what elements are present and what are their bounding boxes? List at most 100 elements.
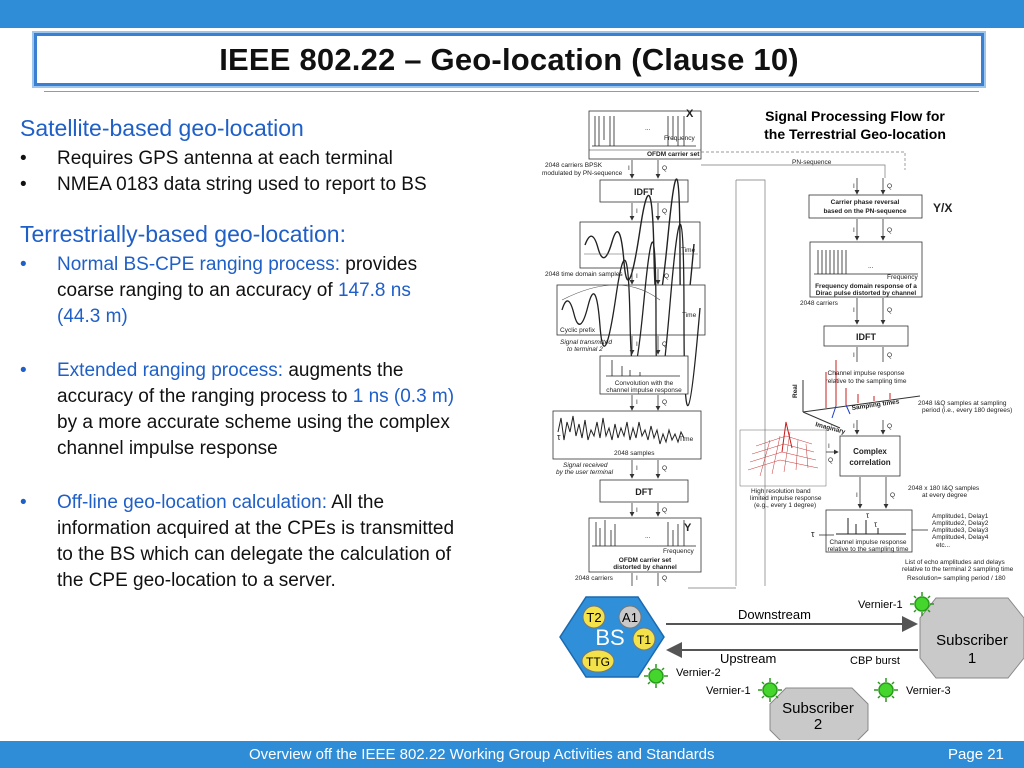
svg-text:Q: Q [887,352,892,359]
slide-body: Satellite-based geo-location •Requires G… [20,114,540,594]
terrestrial-bullet-line: coarse ranging to an accuracy of 147.8 n… [20,278,540,304]
page-number: Page 21 [948,746,1004,763]
svg-text:Q: Q [887,183,892,190]
svg-text:OFDM carrier set: OFDM carrier set [619,557,672,564]
section-heading-satellite: Satellite-based geo-location [20,115,304,141]
svg-text:I: I [853,423,855,430]
svg-text:distorted by channel: distorted by channel [613,564,677,571]
svg-text:I: I [853,352,855,359]
bullet-segment: the CPE geo-location to a server. [57,570,336,591]
svg-text:I: I [853,227,855,234]
carrier-phase-box [808,194,923,219]
terrestrial-bullet-line: •Off-line geo-location calculation: All … [20,492,385,513]
bullet-segment: Normal BS-CPE ranging process: [57,254,340,275]
svg-text:Frequency: Frequency [663,548,694,555]
node-a1 [618,605,642,629]
svg-text:I: I [636,273,638,280]
svg-text:to terminal 2: to terminal 2 [567,346,603,353]
svg-text:...: ... [645,125,651,132]
svg-text:Time: Time [682,312,697,319]
svg-text:channel impulse response: channel impulse response [606,387,682,394]
svg-text:IDFT: IDFT [634,187,654,197]
svg-text:Vernier-1: Vernier-1 [706,685,751,697]
svg-text:BS: BS [595,625,624,650]
bullet-segment: information acquired at the CPEs is tran… [57,518,455,539]
bullet-segment: by a more accurate scheme using the comp… [57,412,450,433]
svg-text:limited impulse response: limited impulse response [750,495,822,502]
vernier-stars [644,592,934,702]
svg-text:I: I [636,399,638,406]
terrestrial-bullet-line: by a more accurate scheme using the comp… [20,410,540,436]
left-flow: ... X Frequency OFDM carrier set 2048 ca… [542,108,706,586]
svg-text:Vernier-3: Vernier-3 [906,685,951,697]
svg-text:2048 x 180 I&Q samples: 2048 x 180 I&Q samples [908,485,980,492]
svg-text:Frequency: Frequency [887,274,918,281]
node-t2 [582,605,606,629]
svg-text:I: I [828,443,830,450]
idft-box-right [823,325,909,347]
svg-text:τ: τ [874,520,878,529]
section-heading-terrestrial: Terrestrially-based geo-location: [20,221,346,247]
svg-text:2048 time domain samples: 2048 time domain samples [545,271,623,278]
bullet-segment: augments the [283,360,404,381]
signal-processing-diagram: Signal Processing Flow for the Terrestri… [542,108,1024,740]
svg-text:Channel impulse response: Channel impulse response [830,539,907,546]
svg-text:based on the PN-sequence: based on the PN-sequence [823,208,906,215]
svg-text:Signal Processing Flow for: Signal Processing Flow for [765,108,945,124]
svg-text:Q: Q [662,465,667,472]
svg-text:List of echo amplitudes and de: List of echo amplitudes and delays [905,559,1005,566]
impulse-3d-plot [802,360,921,429]
spectrum-lines [592,116,696,147]
svg-text:High resolution band: High resolution band [751,488,811,495]
svg-text:Q: Q [890,492,895,499]
svg-text:Q: Q [662,341,667,348]
svg-text:Real: Real [792,384,799,398]
svg-text:Vernier-2: Vernier-2 [676,667,721,679]
bullet-segment: Off-line geo-location calculation: [57,492,328,513]
bullet-segment: Extended ranging process: [57,360,284,381]
svg-text:relative to the terminal 2 sam: relative to the terminal 2 sampling time [902,566,1014,573]
node-ttg [581,649,615,673]
svg-text:T1: T1 [637,633,651,647]
svg-text:Y/X: Y/X [933,201,952,215]
svg-text:Upstream: Upstream [720,651,776,666]
svg-text:PN-sequence: PN-sequence [792,159,832,166]
flow-connectors [688,151,906,589]
bullet-segment: coarse ranging to an accuracy of [57,280,338,301]
footer-text: Overview off the IEEE 802.22 Working Gro… [249,746,715,763]
terrestrial-bullet-line: channel impulse response [20,436,540,462]
bullet-segment: 1 ns (0.3 m) [352,386,455,407]
terrestrial-bullet-line: information acquired at the CPEs is tran… [20,516,540,542]
bullet-segment: 147.8 ns [337,280,411,301]
svg-text:τ: τ [557,432,561,442]
svg-text:Subscriber: Subscriber [936,632,1008,649]
svg-text:A1: A1 [622,610,638,625]
svg-text:Resolution= sampling period /: Resolution= sampling period / 180 [907,575,1006,582]
svg-text:relative to the sampling time: relative to the sampling time [826,378,907,385]
svg-text:correlation: correlation [849,458,890,467]
terrestrial-bullet-line: •Extended ranging process: augments the [20,360,404,381]
subscriber-1-node [919,597,1024,679]
svg-text:2: 2 [814,716,822,733]
svg-text:2048 I&Q samples at sampling: 2048 I&Q samples at sampling [918,400,1007,407]
svg-text:I: I [636,575,638,582]
diagram-title: Signal Processing Flow for the Terrestri… [764,108,946,142]
dft-box [599,479,689,503]
bullet-gps: •Requires GPS antenna at each terminal [20,148,393,169]
title-underline [44,91,979,92]
bullet-segment: channel impulse response [57,438,278,459]
svg-text:(e.g., every 1 degree): (e.g., every 1 degree) [754,502,816,509]
svg-text:OFDM carrier set: OFDM carrier set [647,151,700,158]
svg-text:Convolution with the: Convolution with the [615,380,674,387]
svg-text:Q: Q [662,507,667,514]
bullet-segment: provides [340,254,418,275]
svg-text:CBP burst: CBP burst [850,655,900,667]
svg-text:Q: Q [662,165,667,172]
subscriber-2-node [769,687,869,740]
complex-correlation-box [839,435,901,477]
bullet-segment: to the BS which can delegate the calcula… [57,544,451,565]
svg-text:Subscriber: Subscriber [782,700,854,717]
svg-text:2048 carriers: 2048 carriers [800,300,839,307]
svg-text:τ: τ [866,511,870,520]
terrestrial-bullet-line: •Normal BS-CPE ranging process: provides [20,254,418,275]
